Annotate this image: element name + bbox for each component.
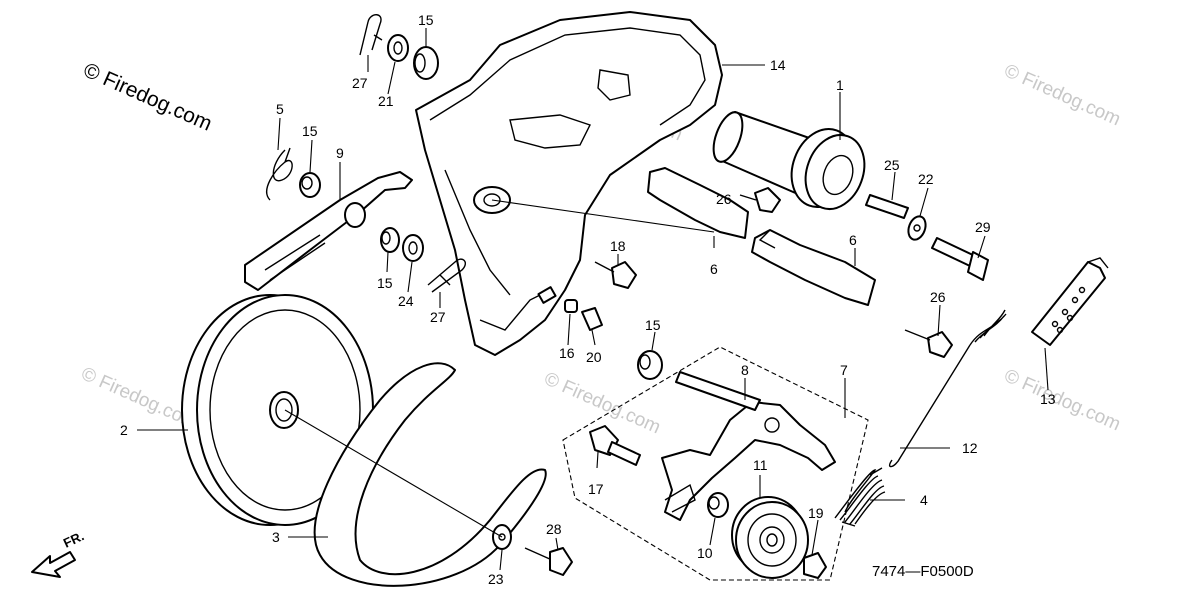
- callout-4: 4: [920, 492, 928, 508]
- front-direction-arrow-icon: [31, 551, 76, 578]
- spring-rod-part-12: [888, 309, 1007, 468]
- collar-part-15-right: [637, 350, 663, 380]
- callout-24: 24: [398, 293, 414, 309]
- callout-19: 19: [808, 505, 824, 521]
- pin-part-27-top: [359, 14, 383, 56]
- callout-15-left: 15: [302, 123, 318, 139]
- nut-part-19: [803, 552, 827, 579]
- bolt-part-18: [594, 261, 637, 289]
- callout-13: 13: [1040, 391, 1056, 407]
- bracket-part-6-upper: [647, 167, 749, 239]
- callout-17: 17: [588, 481, 604, 497]
- callout-18: 18: [610, 238, 626, 254]
- callout-10: 10: [697, 545, 713, 561]
- washer-part-21: [387, 34, 409, 62]
- callout-7: 7: [840, 362, 848, 378]
- callout-6-lower: 6: [849, 232, 857, 248]
- tensioner-arm-part-8: [661, 371, 836, 521]
- callout-6-upper: 6: [710, 261, 718, 277]
- front-direction-label: FR.: [61, 528, 86, 550]
- leader-lines: [137, 28, 1049, 571]
- bolt-part-26-upper: [739, 187, 781, 213]
- callout-12: 12: [962, 440, 978, 456]
- clip-part-20: [581, 307, 603, 331]
- pin-part-27-mid: [427, 258, 466, 293]
- idler-pulley-part-11: [731, 496, 809, 579]
- bolt-part-17: [589, 425, 641, 466]
- collar-part-15-mid: [380, 227, 400, 253]
- collar-part-16: [564, 299, 578, 313]
- callout-28: 28: [546, 521, 562, 537]
- callout-8: 8: [741, 362, 749, 378]
- callout-numbers: 1 2 3 4 5 6 6 7 8 9 10 11 12 13 14 15 15…: [120, 12, 1056, 587]
- washer-part-24: [402, 234, 424, 262]
- lever-part-9: [244, 171, 413, 291]
- bolt-part-26-lower: [904, 329, 953, 358]
- callout-9: 9: [336, 145, 344, 161]
- collar-part-15-top: [413, 46, 439, 80]
- pulley-tube-part-1: [712, 111, 866, 210]
- callout-5: 5: [276, 101, 284, 117]
- callout-11: 11: [753, 457, 768, 473]
- callout-21: 21: [378, 93, 394, 109]
- watermark-faint-2: © Firedog.com: [1001, 60, 1124, 130]
- callout-3: 3: [272, 529, 280, 545]
- callout-22: 22: [918, 171, 934, 187]
- callout-27-top: 27: [352, 75, 368, 91]
- callout-23: 23: [488, 571, 504, 587]
- bolt-part-29: [931, 237, 989, 281]
- callout-20: 20: [586, 349, 602, 365]
- callout-26-upper: 26: [716, 191, 732, 207]
- callout-26-lower: 26: [930, 289, 946, 305]
- callout-15-mid: 15: [377, 275, 393, 291]
- washer-part-22: [907, 215, 927, 241]
- collar-part-15-left: [299, 172, 321, 198]
- front-direction-indicator: FR.: [31, 528, 86, 578]
- callout-27-mid: 27: [430, 309, 446, 325]
- collar-part-10: [707, 492, 729, 518]
- watermark-faint-5: © Firedog.com: [1001, 365, 1124, 435]
- spring-part-5: [266, 147, 293, 201]
- callout-15-top: 15: [418, 12, 434, 28]
- key-part-25: [865, 194, 909, 219]
- bracket-part-6-lower: [751, 229, 876, 306]
- callout-15-right: 15: [645, 317, 661, 333]
- callout-16: 16: [559, 345, 575, 361]
- spring-part-4: [834, 467, 886, 527]
- figure-code: 7474—F0500D: [872, 563, 974, 580]
- belt-cover-part-14: [415, 11, 723, 356]
- callout-25: 25: [884, 157, 900, 173]
- plate-part-13: [1031, 257, 1109, 346]
- watermark-main: © Firedog.com: [80, 59, 215, 136]
- callout-29: 29: [975, 219, 991, 235]
- callout-2: 2: [120, 422, 128, 438]
- callout-1: 1: [836, 77, 844, 93]
- bolt-part-28: [524, 547, 573, 576]
- callout-14: 14: [770, 57, 786, 73]
